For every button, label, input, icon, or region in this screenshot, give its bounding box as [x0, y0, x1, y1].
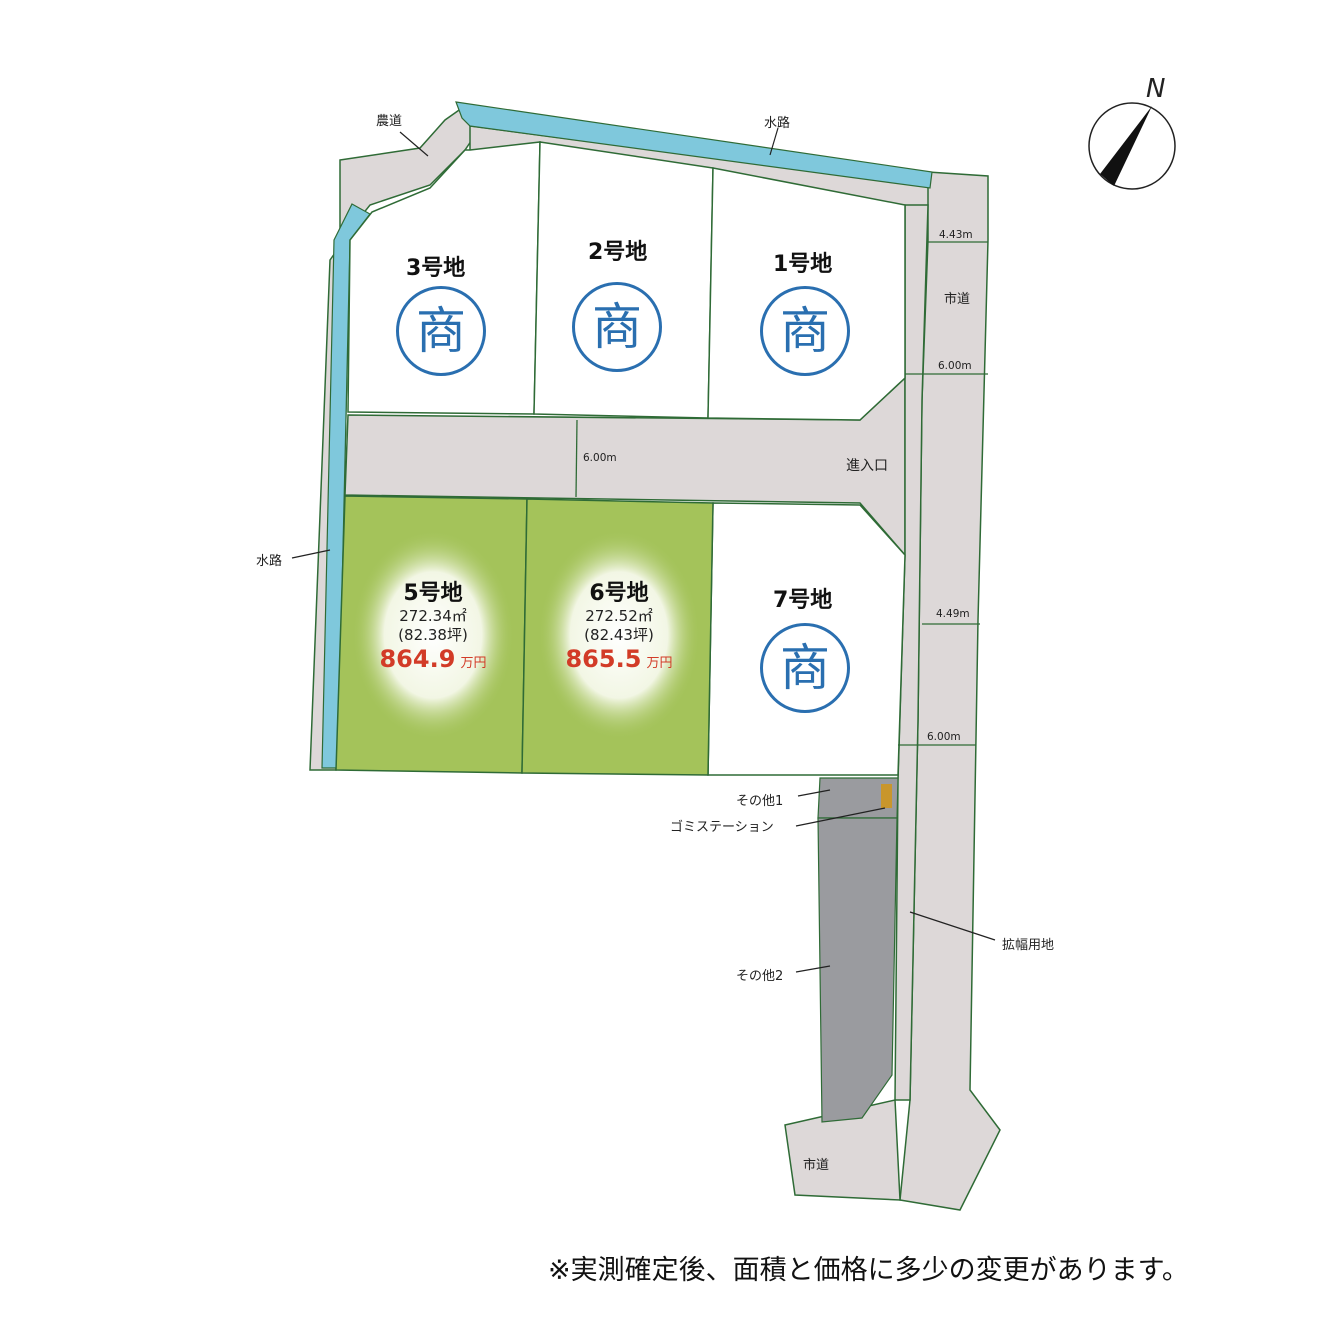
lot-5-price: 864.9 [379, 645, 456, 673]
lot-2-commercial-icon: 商 [572, 282, 662, 372]
label-waterway-left: 水路 [256, 554, 283, 569]
lot-5-price-row: 864.9 万円 [352, 645, 514, 673]
north-compass [1088, 102, 1176, 190]
lot-7-commercial-icon: 商 [760, 623, 850, 713]
compass-needle-icon [1100, 106, 1152, 186]
dimension-width-bottom: 6.00m [927, 731, 961, 743]
lot-6-info[interactable]: 6号地 272.52㎡ (82.43坪) 865.5 万円 [538, 575, 700, 673]
parcel-5-glow [352, 530, 514, 740]
dimension-width-inner: 6.00m [583, 452, 617, 464]
lot-7-name: 7号地 [773, 588, 833, 613]
lot-6-price-row: 865.5 万円 [538, 645, 700, 673]
lot-6-area-m2: 272.52㎡ [585, 607, 653, 625]
label-waterway-top: 水路 [764, 116, 791, 131]
lot-1-name: 1号地 [773, 252, 833, 277]
dimension-width-lower: 4.49m [936, 608, 970, 620]
dimension-width-mid: 6.00m [938, 360, 972, 372]
compass-label: N [1146, 74, 1166, 104]
dimension-lines [575, 241, 988, 746]
label-widening-land: 拡幅用地 [1002, 938, 1055, 953]
parcel-2 [533, 141, 714, 419]
lot-5-info[interactable]: 5号地 272.34㎡ (82.38坪) 864.9 万円 [352, 575, 514, 673]
label-garbage-station: ゴミステーション [670, 820, 774, 835]
parcel-6-glow [538, 530, 700, 740]
lot-3-name: 3号地 [406, 256, 466, 281]
label-other-1: その他1 [736, 794, 784, 809]
lot-5-name: 5号地 [403, 581, 463, 606]
other-land [817, 777, 899, 1123]
available-parcels [335, 495, 714, 776]
garbage-station-marker [881, 784, 892, 808]
label-city-road-top: 市道 [944, 292, 971, 307]
lot-5-area-m2: 272.34㎡ [399, 607, 467, 625]
label-city-road-bottom: 市道 [803, 1158, 830, 1173]
label-entrance: 進入口 [846, 458, 888, 474]
lot-6-name: 6号地 [589, 581, 649, 606]
lot-5-area-tsubo: (82.38坪) [398, 626, 468, 644]
label-other-2: その他2 [736, 969, 784, 984]
dimension-width-top: 4.43m [939, 229, 973, 241]
lot-6-area-tsubo: (82.43坪) [584, 626, 654, 644]
lot-5-price-unit: 万円 [460, 656, 487, 671]
lot-6-price: 865.5 [565, 645, 642, 673]
footnote: ※実測確定後、面積と価格に多少の変更があります。 [548, 1255, 1189, 1286]
lot-1-commercial-icon: 商 [760, 286, 850, 376]
leader-lines [291, 127, 996, 973]
lot-6-price-unit: 万円 [646, 656, 673, 671]
waterway-top [455, 101, 933, 189]
label-farm-road: 農道 [376, 114, 403, 129]
lot-2-name: 2号地 [588, 240, 648, 265]
lot-3-commercial-icon: 商 [396, 286, 486, 376]
other-2-parcel [817, 817, 898, 1123]
